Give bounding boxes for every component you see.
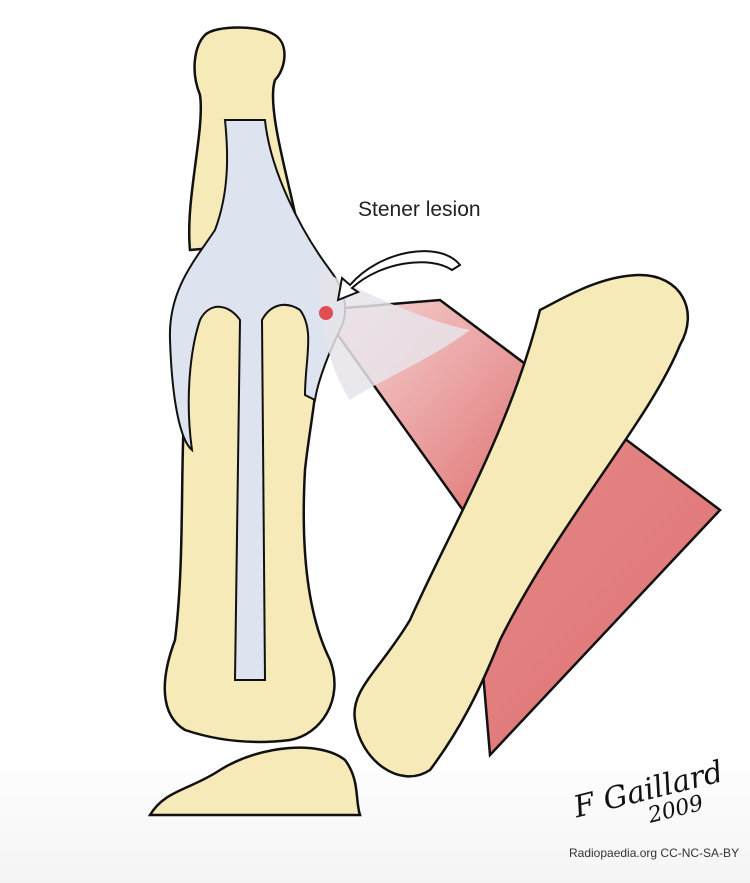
- ulnar-collateral-ligament: [320, 270, 470, 400]
- stener-lesion-mark: [319, 306, 333, 320]
- metacarpal-head: [147, 746, 362, 817]
- adductor-bone: [353, 273, 690, 778]
- credit-text: Radiopaedia.org CC-NC-SA-BY: [569, 846, 740, 860]
- arrow-icon: [336, 250, 462, 302]
- stener-lesion-label: Stener lesion: [358, 198, 481, 221]
